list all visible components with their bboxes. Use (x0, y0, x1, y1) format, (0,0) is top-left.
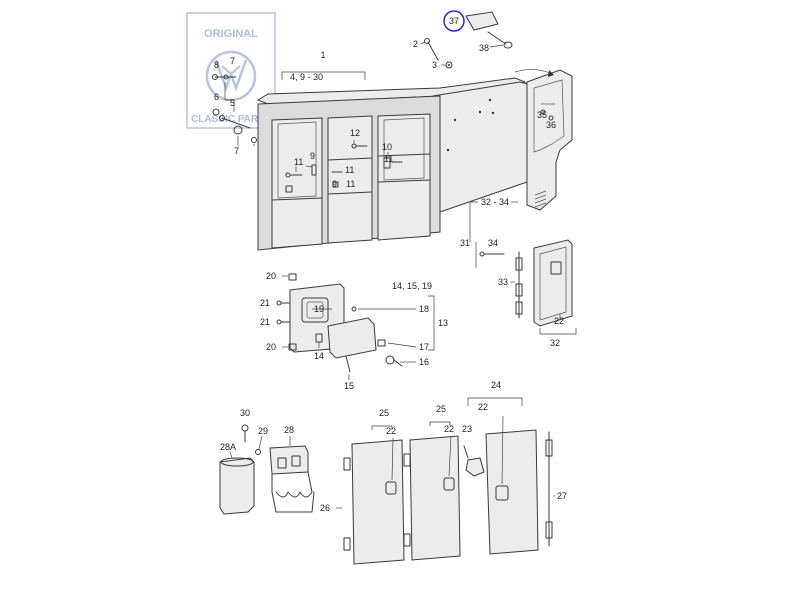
label-21-top[interactable]: 21 (260, 298, 270, 308)
bin-holder[interactable] (269, 445, 315, 513)
label-1[interactable]: 1 (320, 50, 325, 60)
cabinet-hardware[interactable] (285, 143, 403, 193)
label-35[interactable]: 35 (537, 110, 547, 120)
label-6[interactable]: 6 (214, 92, 219, 102)
label-25-a[interactable]: 25 (379, 408, 389, 418)
watermark-bottom-text: CLASSIC PARTS (191, 114, 271, 125)
front-panel-assembly[interactable] (276, 273, 403, 373)
label-27[interactable]: 27 (557, 491, 567, 501)
label-11-d[interactable]: 11 (384, 154, 393, 164)
label-21-bottom[interactable]: 21 (260, 317, 270, 327)
label-9-b[interactable]: 9 (332, 179, 337, 189)
part-labels: 1 4, 9 - 30 2 3 37 38 8 7 5 6 7 9 11 12 … (214, 16, 567, 513)
label-32[interactable]: 32 (550, 338, 560, 348)
label-25-b[interactable]: 25 (436, 404, 446, 414)
label-16[interactable]: 16 (419, 357, 429, 367)
label-14-15-19[interactable]: 14, 15, 19 (392, 281, 432, 291)
label-30[interactable]: 30 (240, 408, 250, 418)
label-29[interactable]: 29 (258, 426, 268, 436)
label-12[interactable]: 12 (350, 128, 360, 138)
label-36[interactable]: 36 (546, 120, 556, 130)
door-panel-1[interactable] (343, 439, 405, 565)
watermark-top-text: ORIGINAL (204, 28, 258, 40)
label-8[interactable]: 8 (214, 60, 219, 70)
door-panel-3[interactable] (485, 429, 553, 555)
label-28[interactable]: 28 (284, 425, 294, 435)
label-11-c[interactable]: 11 (346, 179, 355, 189)
holder-screws[interactable] (241, 424, 261, 455)
left-fasteners[interactable] (212, 74, 257, 143)
label-19[interactable]: 19 (314, 304, 324, 314)
highlight-ring (443, 10, 465, 32)
cabinet-assembly[interactable] (256, 77, 528, 251)
label-14[interactable]: 14 (314, 351, 324, 361)
label-22-door3[interactable]: 22 (478, 402, 488, 412)
label-13[interactable]: 13 (438, 318, 448, 328)
door-panel-2[interactable] (403, 435, 461, 561)
label-26[interactable]: 26 (320, 503, 330, 513)
label-17[interactable]: 17 (419, 342, 429, 352)
label-28a[interactable]: 28A (220, 442, 236, 452)
label-34[interactable]: 34 (488, 238, 498, 248)
label-18[interactable]: 18 (419, 304, 429, 314)
label-15[interactable]: 15 (344, 381, 354, 391)
catch-23[interactable] (463, 445, 485, 477)
label-7-bottom[interactable]: 7 (234, 146, 239, 156)
label-11-a[interactable]: 11 (294, 157, 303, 167)
label-1-range: 4, 9 - 30 (290, 72, 323, 82)
label-24[interactable]: 24 (491, 380, 501, 390)
label-2[interactable]: 2 (413, 39, 418, 49)
waste-bin[interactable] (219, 457, 255, 515)
leader-lines (224, 41, 577, 509)
end-panel[interactable] (514, 69, 573, 211)
side-door[interactable] (479, 239, 573, 327)
label-31[interactable]: 31 (460, 238, 470, 248)
label-22-side[interactable]: 22 (554, 316, 564, 326)
label-23[interactable]: 23 (462, 424, 472, 434)
watermark-logo: ORIGINAL CLASSIC PARTS (186, 12, 276, 129)
label-22-door2[interactable]: 22 (444, 424, 454, 434)
label-20-top[interactable]: 20 (266, 271, 276, 281)
label-10[interactable]: 10 (382, 142, 392, 152)
label-32-34[interactable]: 32 - 34 (481, 197, 509, 207)
label-9-a[interactable]: 9 (310, 151, 315, 161)
label-38[interactable]: 38 (479, 43, 489, 53)
label-3[interactable]: 3 (432, 60, 437, 70)
label-33[interactable]: 33 (498, 277, 508, 287)
label-7-top[interactable]: 7 (230, 56, 235, 66)
label-20-bottom[interactable]: 20 (266, 342, 276, 352)
label-5[interactable]: 5 (230, 98, 235, 108)
top-hardware[interactable] (424, 11, 513, 69)
label-37[interactable]: 37 (449, 16, 459, 26)
label-22-door1[interactable]: 22 (386, 426, 396, 436)
label-11-b[interactable]: 11 (345, 165, 354, 175)
